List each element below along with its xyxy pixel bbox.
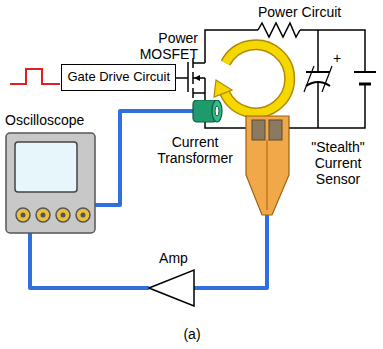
bnc-connector [16, 208, 30, 222]
process-box: Gate Drive Circuit [61, 64, 176, 91]
oscilloscope-body [5, 112, 97, 234]
caption: (a) [170, 326, 214, 342]
current-transformer: Current Transformer [150, 100, 240, 170]
sensor-outline [246, 116, 289, 215]
battery-symbol [354, 72, 376, 84]
scope-case [6, 133, 95, 233]
bnc-pin [41, 213, 46, 218]
stealth-current-sensor: "Stealth" Current Sensor [245, 115, 381, 216]
mosfet-arrow [194, 75, 200, 81]
node-text: "Stealth" Current Sensor [295, 139, 381, 187]
node-text: Gate Drive Circuit [67, 65, 170, 89]
current-loop-arrow [214, 45, 290, 113]
mosfet-symbol [188, 58, 205, 98]
bnc-connector [76, 208, 90, 222]
sensor-trace [266, 140, 268, 210]
ct-hole [215, 106, 219, 116]
power-wires [205, 30, 365, 128]
signal-cable [30, 233, 148, 288]
sensor-board [245, 115, 291, 216]
signal-cable [195, 215, 267, 288]
ct-face [212, 100, 222, 122]
sensor-pad [269, 120, 282, 140]
sensor-pad [252, 120, 265, 140]
scope-screen [15, 142, 77, 192]
bnc-connector [36, 208, 50, 222]
cable-line [30, 233, 148, 288]
part-label: Power MOSFET [134, 30, 198, 62]
bnc-pin [21, 213, 26, 218]
polarity-mark: + [333, 50, 347, 66]
amplifier-symbol [149, 270, 194, 306]
cable-line [195, 215, 267, 288]
node-text: Current Transformer [150, 134, 240, 166]
node-text: Amp [152, 250, 195, 266]
capacitor-symbol [304, 66, 332, 92]
gate-pulse [10, 69, 60, 84]
node-text: Oscilloscope [5, 112, 97, 128]
oscilloscope: Oscilloscope [5, 112, 97, 234]
transformer-core [150, 100, 240, 134]
bnc-connector [56, 208, 70, 222]
bnc-pin [81, 213, 86, 218]
bnc-pin [61, 213, 66, 218]
amplifier: Amp [148, 250, 195, 307]
resistor-symbol [258, 23, 300, 37]
circuit-title: Power Circuit [258, 4, 368, 20]
